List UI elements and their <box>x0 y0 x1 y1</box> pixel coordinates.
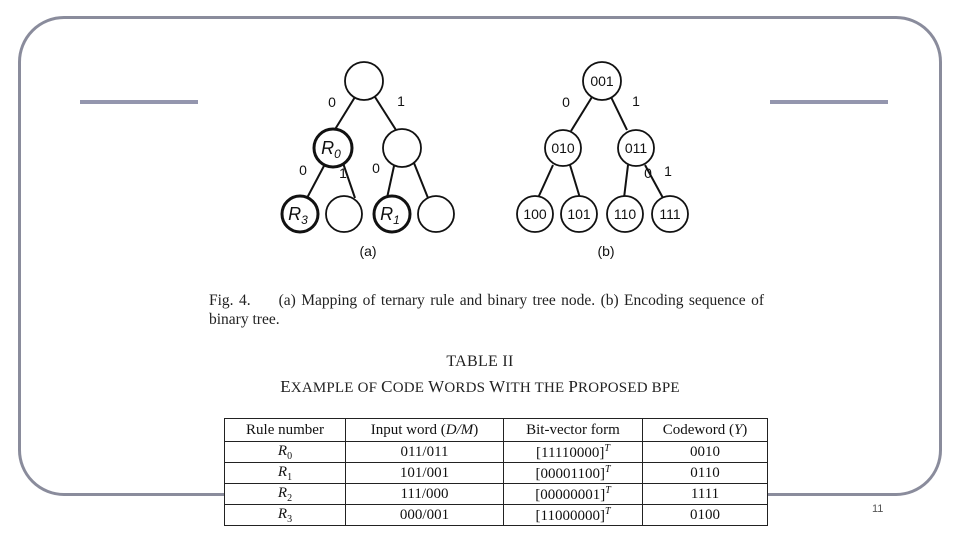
tree-b-node-label: 100 <box>523 206 547 222</box>
tree-b-edge-label: 0 <box>644 165 652 181</box>
tree-b-edges <box>537 96 664 199</box>
table-title: TABLE II <box>446 353 514 370</box>
slide-frame <box>18 16 942 496</box>
tree-a-node-r1 <box>372 194 412 234</box>
tree-b-node-label: 111 <box>659 206 680 222</box>
figure-caption: Fig. 4.(a) Mapping of ternary rule and b… <box>209 291 764 329</box>
tree-b-node-110 <box>606 195 644 233</box>
tree-a-edge-label: 1 <box>397 93 405 109</box>
title-rule-left <box>80 100 198 104</box>
tree-b-nodes <box>516 61 689 233</box>
tree-a-node-empty-2 <box>417 195 455 233</box>
tree-a-edge-label: 0 <box>328 94 336 110</box>
tree-b-node-label: 101 <box>567 206 591 222</box>
tree-b-edge-label: 1 <box>632 93 640 109</box>
tree-a-r1-label: R1 <box>380 204 400 227</box>
tree-a-node-r0 <box>312 127 354 169</box>
cell-input-word: 000/001 <box>345 504 504 526</box>
tree-b-edge-label: 0 <box>562 94 570 110</box>
table-subtitle: EXAMPLE OF CODE WORDS WITH THE PROPOSED … <box>280 377 680 396</box>
tree-b-node-011 <box>617 129 655 167</box>
tree-b-node-101 <box>560 195 598 233</box>
cell-rule: R2 <box>224 483 346 505</box>
code-words-table: Rule number Input word (D/M) Bit-vector … <box>224 418 768 526</box>
cell-input-word: 101/001 <box>345 462 504 484</box>
tree-b-node-label: 110 <box>614 206 637 222</box>
cell-rule: R3 <box>224 504 346 526</box>
tree-a-node-right <box>382 128 422 168</box>
table-row: R2 111/000 [00000001]T 1111 <box>224 483 768 505</box>
col-header-rule-number: Rule number <box>224 418 346 442</box>
cell-input-word: 011/011 <box>345 441 504 463</box>
cell-codeword: 0010 <box>642 441 768 463</box>
cell-input-word: 111/000 <box>345 483 504 505</box>
cell-codeword: 1111 <box>642 483 768 505</box>
tree-b-edge-label: 1 <box>664 163 672 179</box>
cell-bit-vector: [00001100]T <box>503 462 643 484</box>
col-header-bit-vector: Bit-vector form <box>503 418 643 442</box>
tree-a-node-r3 <box>280 194 320 234</box>
cell-rule: R1 <box>224 462 346 484</box>
tree-a-edge-label: 0 <box>299 162 307 178</box>
tree-b-node-label: 010 <box>551 140 575 156</box>
table-header-row: Rule number Input word (D/M) Bit-vector … <box>224 418 768 442</box>
tree-a-node-empty-1 <box>325 195 363 233</box>
tree-a-edges <box>306 96 429 199</box>
tree-a-r0-label: R0 <box>321 138 341 161</box>
panel-label-a: (a) <box>359 243 376 259</box>
tree-b-node-label: 001 <box>590 73 614 89</box>
tree-a-r3-label: R3 <box>288 204 308 227</box>
tree-b-node-label: 011 <box>625 140 648 156</box>
tree-a-root-node <box>344 61 384 101</box>
cell-bit-vector: [11000000]T <box>503 504 643 526</box>
cell-rule: R0 <box>224 441 346 463</box>
table-row: R0 011/011 [11110000]T 0010 <box>224 441 768 463</box>
tree-b-node-100 <box>516 195 554 233</box>
tree-a-edge-label: 1 <box>339 165 347 181</box>
title-rule-right <box>770 100 888 104</box>
tree-b-node-001 <box>582 61 622 101</box>
table-row: R3 000/001 [11000000]T 0100 <box>224 504 768 526</box>
cell-bit-vector: [00000001]T <box>503 483 643 505</box>
tree-b-node-010 <box>544 129 582 167</box>
tree-a-edge-label: 0 <box>372 160 380 176</box>
cell-bit-vector: [11110000]T <box>503 441 643 463</box>
tree-a-nodes <box>280 61 455 234</box>
figure-caption-text: (a) Mapping of ternary rule and binary t… <box>209 292 764 328</box>
cell-codeword: 0100 <box>642 504 768 526</box>
col-header-input-word: Input word (D/M) <box>345 418 504 442</box>
panel-label-b: (b) <box>597 243 614 259</box>
cell-codeword: 0110 <box>642 462 768 484</box>
col-header-codeword: Codeword (Y) <box>642 418 768 442</box>
figure-caption-label: Fig. 4. <box>209 292 251 309</box>
page-number: 11 <box>872 503 884 515</box>
tree-b-node-111 <box>651 195 689 233</box>
table-row: R1 101/001 [00001100]T 0110 <box>224 462 768 484</box>
